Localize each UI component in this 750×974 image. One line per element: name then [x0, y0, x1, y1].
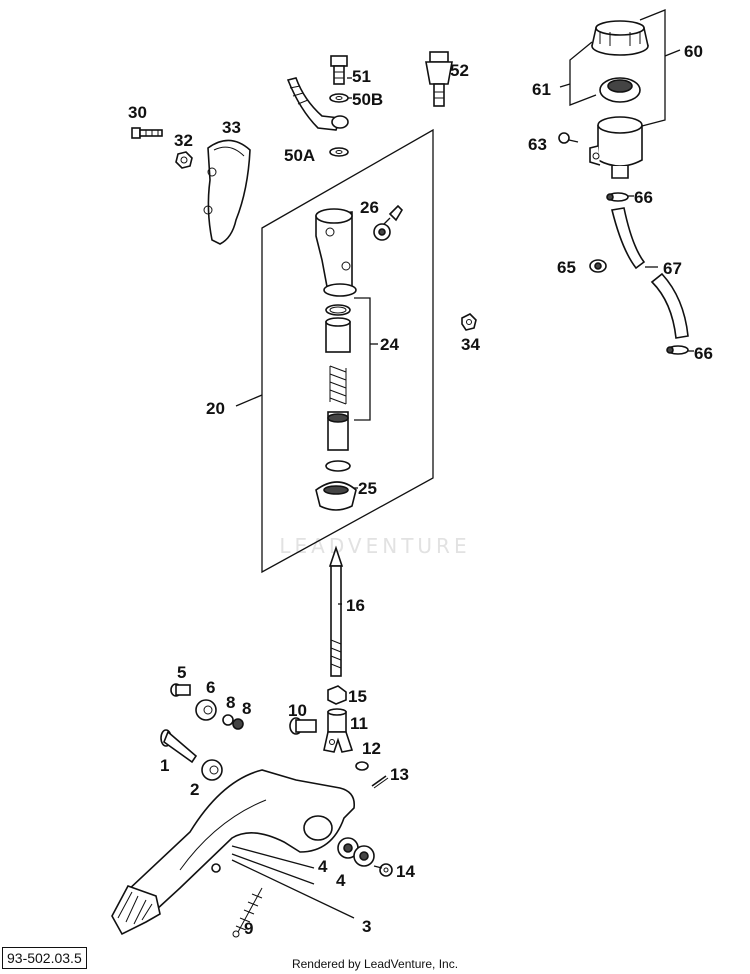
callout-15: 15 [348, 687, 367, 706]
bolt-5[interactable] [170, 683, 191, 697]
bushing-2[interactable] [201, 759, 223, 781]
clevis[interactable] [323, 708, 354, 753]
diagram-code: 93-502.03.5 [2, 947, 87, 969]
callout-4b: 4 [336, 871, 346, 890]
leader-24-bracket [354, 297, 371, 421]
reservoir-cap[interactable] [591, 20, 649, 56]
piston-spring[interactable] [329, 365, 347, 405]
circlip[interactable] [325, 460, 351, 472]
hose-clamp-upper[interactable] [606, 192, 629, 202]
callout-5: 5 [177, 663, 186, 682]
callout-50b: 50B [352, 90, 383, 109]
washer-50b[interactable] [329, 93, 349, 103]
callout-30: 30 [128, 103, 147, 122]
callout-20: 20 [206, 399, 225, 418]
callout-14: 14 [396, 862, 415, 881]
callout-8a: 8 [226, 693, 235, 712]
callout-26: 26 [360, 198, 379, 217]
callout-24: 24 [380, 335, 399, 354]
reservoir-screw[interactable] [558, 132, 579, 144]
washer-50a[interactable] [329, 147, 349, 157]
o-ring[interactable] [325, 304, 351, 316]
hose-nipple[interactable] [373, 204, 404, 241]
hose-clip[interactable] [589, 259, 607, 273]
master-cylinder-guard[interactable] [203, 139, 251, 245]
guard-bolt[interactable] [131, 127, 163, 139]
piston[interactable] [327, 411, 349, 451]
leader-61-bracket [569, 41, 597, 106]
leader-60-bracket [639, 9, 666, 127]
washer-14[interactable] [379, 863, 393, 877]
callout-1: 1 [160, 756, 169, 775]
callout-51: 51 [352, 67, 371, 86]
return-spring[interactable] [232, 887, 263, 938]
piston-sleeve[interactable] [325, 317, 351, 353]
washer-8b[interactable] [232, 718, 244, 730]
callout-63: 63 [528, 135, 547, 154]
callout-13: 13 [390, 765, 409, 784]
washer-12[interactable] [355, 761, 369, 771]
callout-50a: 50A [284, 146, 315, 165]
callout-8b: 8 [242, 699, 251, 718]
callout-25: 25 [358, 479, 377, 498]
callout-10: 10 [288, 701, 307, 720]
callout-9: 9 [244, 919, 253, 938]
guard-nut[interactable] [175, 151, 193, 169]
pedal-step[interactable] [111, 885, 161, 936]
bushing-6[interactable] [195, 699, 217, 721]
callout-66-lower: 66 [694, 344, 713, 363]
callout-61: 61 [532, 80, 551, 99]
banjo-fitting[interactable] [286, 77, 349, 131]
callout-60: 60 [684, 42, 703, 61]
callout-2: 2 [190, 780, 199, 799]
washer-8a[interactable] [222, 714, 234, 726]
callout-16: 16 [346, 596, 365, 615]
pedal-bushing-4b[interactable] [353, 845, 375, 867]
dust-boot[interactable] [315, 481, 357, 511]
callout-4a: 4 [318, 857, 328, 876]
pivot-bolt[interactable] [160, 729, 198, 764]
clevis-pin[interactable] [289, 717, 317, 735]
nut-34[interactable] [461, 313, 477, 331]
push-rod[interactable] [328, 545, 344, 677]
reservoir-hose[interactable] [611, 207, 689, 339]
lock-nut[interactable] [327, 685, 347, 705]
callout-33: 33 [222, 118, 241, 137]
reservoir-body[interactable] [589, 116, 643, 179]
callout-65: 65 [557, 258, 576, 277]
callout-67: 67 [663, 259, 682, 278]
master-cylinder-frame [261, 128, 434, 574]
callout-6: 6 [206, 678, 215, 697]
callout-3: 3 [362, 917, 371, 936]
callout-11: 11 [350, 714, 368, 733]
render-credit: Rendered by LeadVenture, Inc. [291, 957, 459, 971]
callout-66-upper: 66 [634, 188, 653, 207]
brake-light-switch[interactable] [425, 51, 453, 107]
callout-32: 32 [174, 131, 193, 150]
reservoir-diaphragm[interactable] [599, 77, 641, 103]
callout-34: 34 [461, 335, 480, 354]
master-cylinder-body[interactable] [315, 208, 357, 297]
cotter-pin[interactable] [371, 775, 389, 789]
brake-pedal[interactable] [124, 769, 356, 917]
callout-12: 12 [362, 739, 381, 758]
hose-clamp-lower[interactable] [666, 345, 689, 355]
callout-52: 52 [450, 61, 469, 80]
banjo-bolt[interactable] [330, 55, 348, 85]
